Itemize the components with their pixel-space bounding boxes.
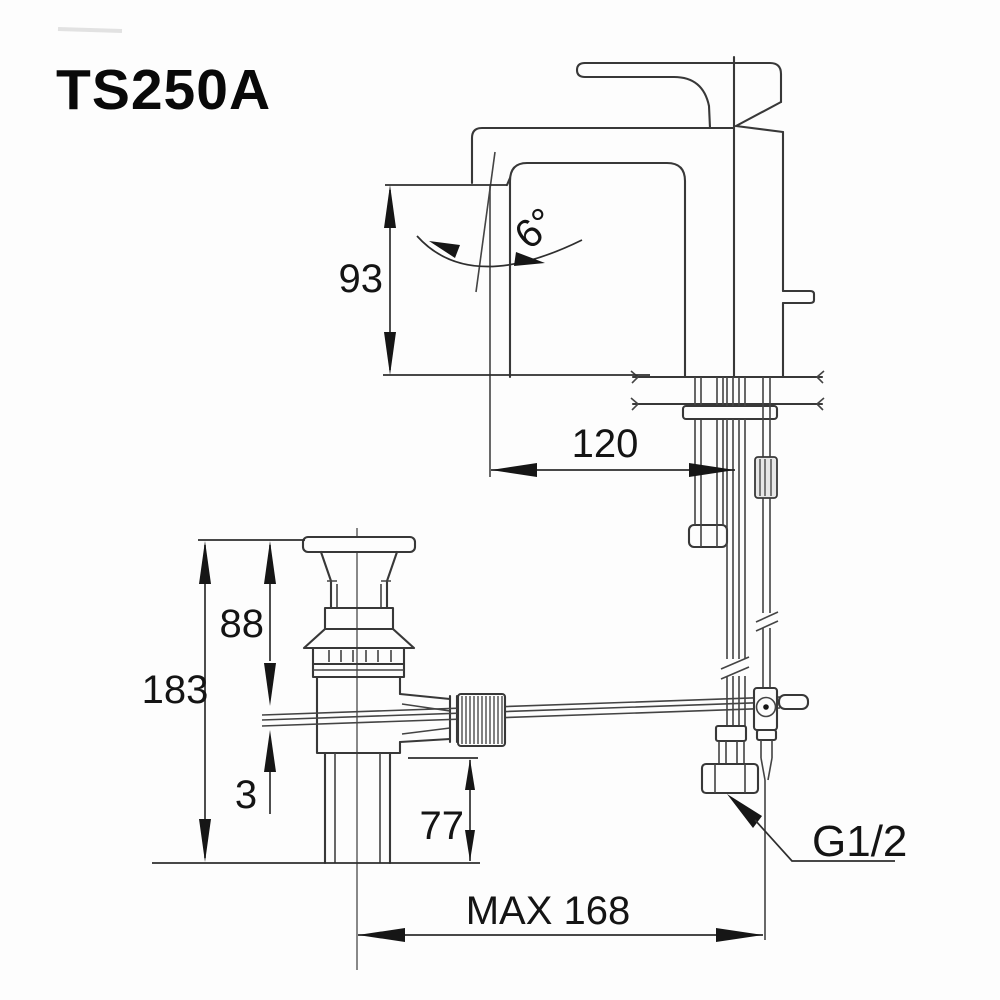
dim-label-183: 183 bbox=[142, 668, 209, 712]
dim-label-77: 77 bbox=[420, 804, 465, 848]
faucet-body bbox=[470, 126, 816, 379]
angle-arrow-right bbox=[514, 252, 545, 266]
hose-connector-nut bbox=[700, 762, 760, 795]
lift-rod-break-mark bbox=[755, 611, 779, 632]
callout-arrow bbox=[727, 794, 762, 828]
dimension-88: 88 bbox=[220, 541, 276, 706]
dimension-3: 3 bbox=[235, 730, 276, 817]
dimension-77: 77 bbox=[408, 757, 478, 861]
angle-arrow-left bbox=[429, 241, 460, 258]
dim-label-93: 93 bbox=[339, 257, 384, 301]
dimension-183: 183 bbox=[142, 539, 480, 864]
thread-callout: G1/2 bbox=[727, 794, 907, 866]
dim-label-angle: 6° bbox=[507, 200, 565, 258]
model-title: TS250A bbox=[56, 58, 271, 122]
angle-reference: 6° bbox=[416, 151, 583, 477]
handle-lever bbox=[575, 55, 785, 379]
counter-break-top-left bbox=[630, 370, 639, 384]
dim-label-3: 3 bbox=[235, 773, 257, 817]
lift-rod-ferrule bbox=[754, 456, 778, 499]
hose-crimp-collar bbox=[714, 724, 748, 743]
pivot-screw bbox=[755, 696, 777, 718]
pivot-collar bbox=[755, 728, 778, 742]
thread-size-label: G1/2 bbox=[812, 817, 907, 866]
popup-drain bbox=[301, 528, 459, 970]
mounting-flange bbox=[681, 404, 779, 421]
dimension-max-168: MAX 168 bbox=[358, 889, 763, 942]
paper-smudge bbox=[57, 27, 123, 33]
dim-label-88: 88 bbox=[220, 602, 265, 646]
dimension-120: 120 bbox=[491, 422, 735, 477]
counter-break-top-right bbox=[816, 370, 825, 384]
popup-plug-cap bbox=[301, 535, 417, 554]
supply-hose bbox=[700, 377, 760, 795]
counter-break-bottom-right bbox=[816, 397, 825, 411]
lift-rod bbox=[754, 377, 779, 940]
ball-rod-end-cap bbox=[777, 693, 810, 711]
counter-break-bottom-left bbox=[630, 397, 639, 411]
dim-label-max-reach: MAX 168 bbox=[466, 889, 631, 933]
stud-foot-nut bbox=[687, 523, 729, 549]
dimension-93: 93 bbox=[339, 184, 650, 376]
faucet-outline: 6° bbox=[416, 55, 816, 477]
hose-break-mark bbox=[720, 656, 750, 680]
popup-ball-rod bbox=[261, 686, 810, 781]
dim-label-120: 120 bbox=[572, 422, 639, 466]
